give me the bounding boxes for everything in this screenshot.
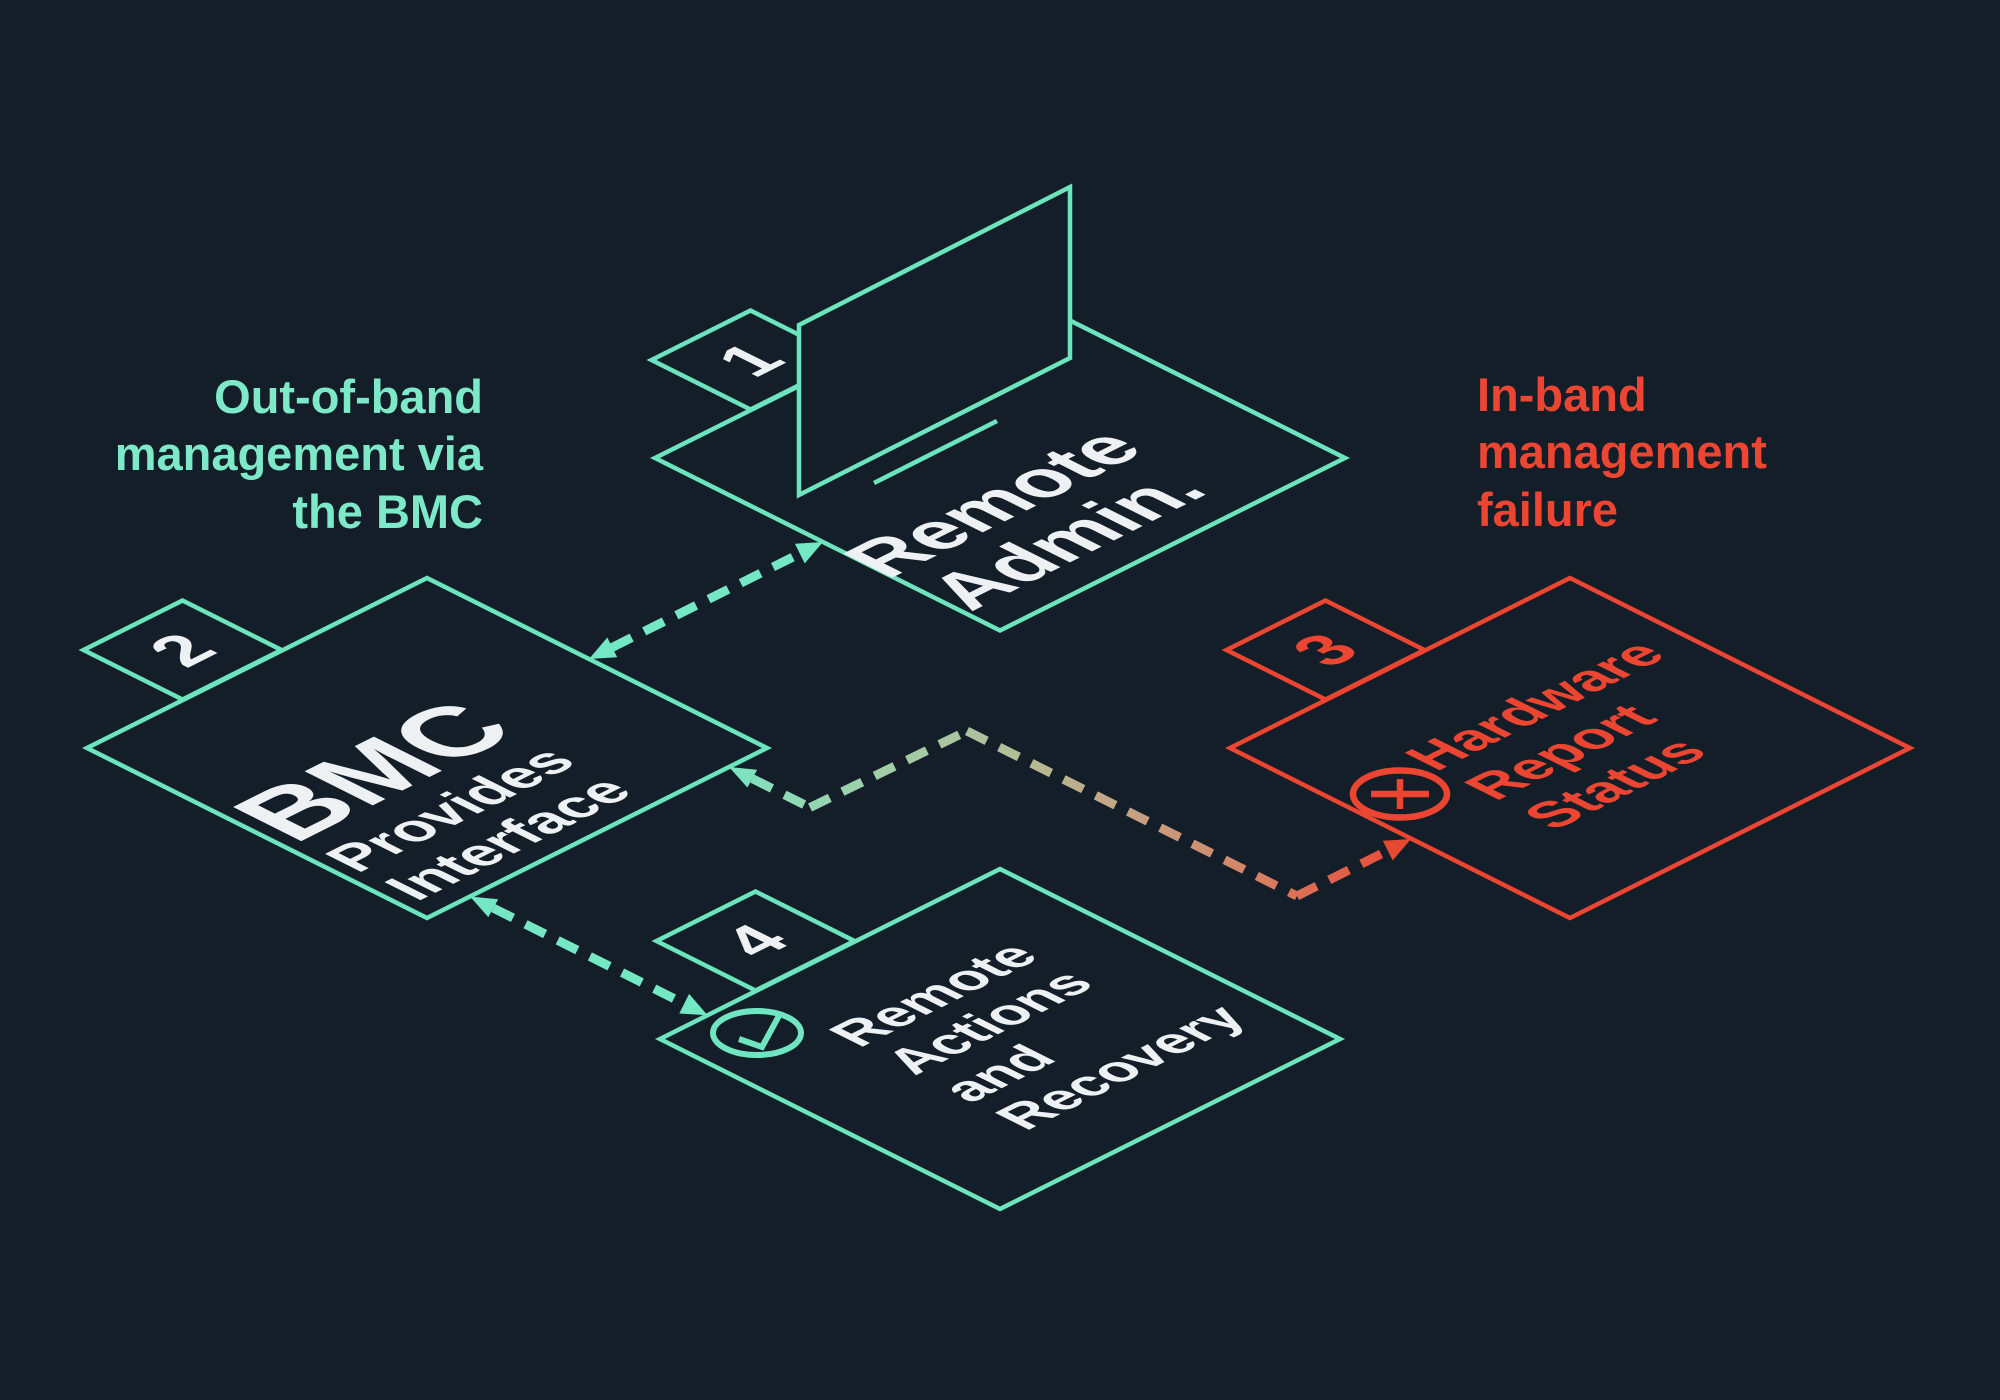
laptop-icon xyxy=(796,183,1073,499)
arrowhead-to-node-2c xyxy=(729,767,758,788)
arrowhead-to-node-3 xyxy=(1382,839,1411,861)
laptop-keyboard-line xyxy=(872,418,999,486)
laptop-screen xyxy=(796,183,1073,499)
out-of-band-label: Out-of-band management via the BMC xyxy=(115,368,483,540)
node-3-diamond xyxy=(1224,575,1916,921)
arrowhead-to-node-2b xyxy=(470,896,499,918)
node-4-diamond xyxy=(654,866,1346,1212)
connector-1-2 xyxy=(589,542,823,659)
connector-2-3 xyxy=(729,726,1411,901)
connector-2-4 xyxy=(470,896,708,1016)
in-band-label: In-band management failure xyxy=(1477,366,1767,538)
arrowhead-to-node-4 xyxy=(679,993,708,1016)
in-band-line-1: In-band xyxy=(1477,368,1647,421)
arrowhead-to-node-2 xyxy=(589,637,618,659)
check-circle-icon xyxy=(710,1008,804,1058)
in-band-line-2: management xyxy=(1477,425,1767,479)
x-circle-icon xyxy=(1349,767,1451,821)
out-of-band-line-1: Out-of-band xyxy=(214,370,483,423)
node-2-diamond xyxy=(81,575,773,921)
out-of-band-line-3: the BMC xyxy=(292,484,483,538)
arrowhead-to-node-1 xyxy=(794,542,823,564)
out-of-band-line-2: management via xyxy=(114,427,483,481)
in-band-line-3: failure xyxy=(1477,482,1619,536)
